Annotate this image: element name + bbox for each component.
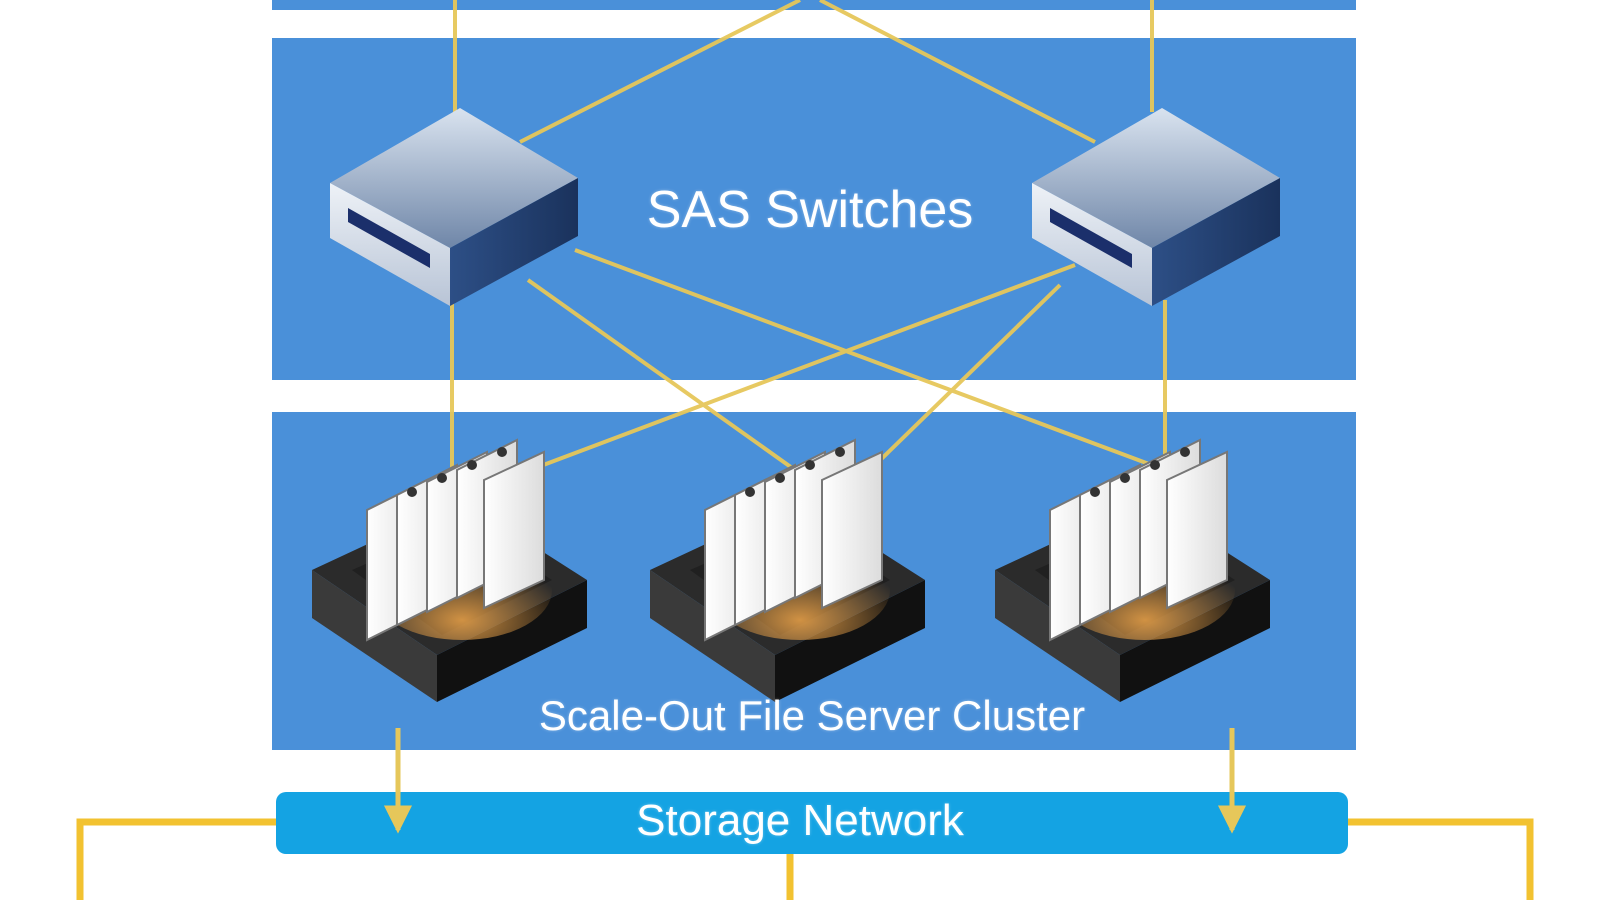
file-server-node-icon [312, 438, 587, 702]
sas-switches-label: SAS Switches [646, 181, 974, 239]
right-outer-link [1348, 818, 1534, 900]
storage-network-bar [276, 792, 1348, 854]
outer-storage-links [76, 818, 1534, 900]
arrow-left-icon [383, 805, 413, 834]
link-sw2-srv1 [529, 263, 1076, 472]
top-band [272, 0, 1356, 10]
sas-links [450, 0, 1167, 472]
file-server-node-icon [650, 438, 925, 702]
link-top-center-right [819, 0, 1096, 144]
storage-network-label: Storage Network [636, 796, 964, 845]
cluster-label: Scale-Out File Server Cluster [538, 692, 1086, 739]
sas-switch-icon [1032, 108, 1280, 306]
link-sw1-srv3 [574, 248, 1166, 472]
left-outer-link [76, 818, 276, 900]
link-sw2-srv2 [868, 283, 1062, 472]
file-server-node-icon [995, 438, 1270, 702]
sas-switch-icon [330, 108, 578, 306]
arrow-right-icon [1217, 805, 1247, 834]
cluster-storage-arrows [383, 728, 1247, 834]
link-top-center-left [519, 0, 801, 144]
link-sw1-srv2 [526, 278, 797, 472]
